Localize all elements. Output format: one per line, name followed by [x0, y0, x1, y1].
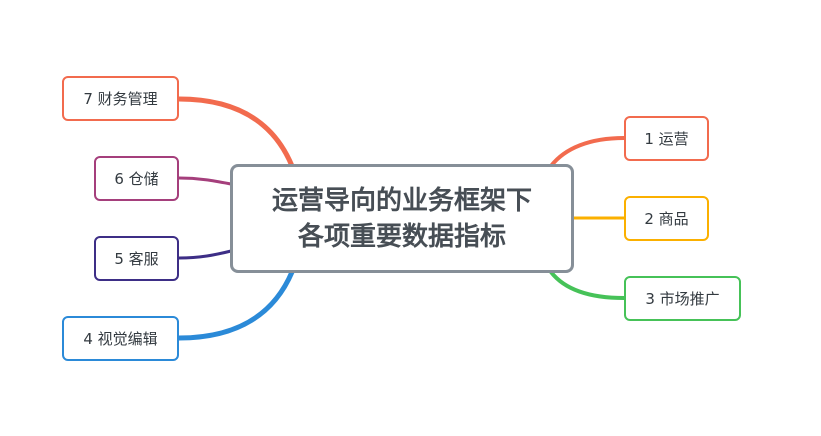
branch-label: 4 视觉编辑: [83, 330, 158, 348]
central-topic-line1: 运营导向的业务框架下: [271, 185, 532, 216]
branch-label: 2 商品: [644, 210, 689, 228]
central-topic-line2: 各项重要数据指标: [297, 221, 506, 252]
branch-node-6[interactable]: 6 仓储: [94, 156, 179, 201]
branch-node-1[interactable]: 1 运营: [624, 116, 709, 161]
branch-node-7[interactable]: 7 财务管理: [62, 76, 179, 121]
connector-3: [549, 270, 626, 300]
branch-label: 5 客服: [114, 250, 159, 268]
branch-node-4[interactable]: 4 视觉编辑: [62, 316, 179, 361]
branch-node-5[interactable]: 5 客服: [94, 236, 179, 281]
connector-6: [178, 176, 232, 186]
connector-1: [549, 136, 626, 168]
branch-label: 1 运营: [644, 130, 689, 148]
branch-label: 3 市场推广: [645, 290, 720, 308]
branch-label: 6 仓储: [114, 170, 159, 188]
central-topic[interactable]: 运营导向的业务框架下 各项重要数据指标: [230, 164, 574, 273]
branch-label: 7 财务管理: [83, 90, 158, 108]
connector-7: [176, 96, 295, 169]
branch-node-3[interactable]: 3 市场推广: [624, 276, 741, 321]
connector-4: [176, 269, 295, 341]
connector-5: [178, 249, 232, 260]
branch-node-2[interactable]: 2 商品: [624, 196, 709, 241]
